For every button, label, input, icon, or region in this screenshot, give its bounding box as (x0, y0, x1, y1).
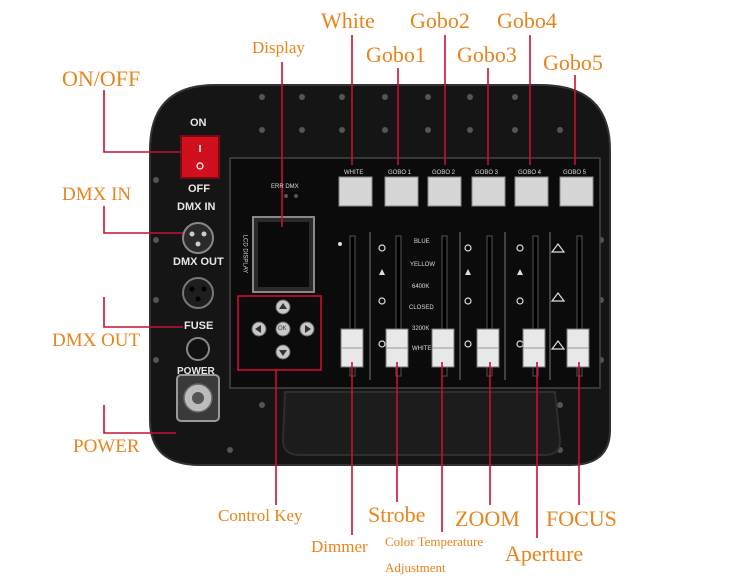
dmx-in-connector (182, 222, 214, 254)
callout-power: POWER (73, 436, 140, 457)
callout-control-key: Control Key (218, 506, 303, 525)
callout-zoom: ZOOM (455, 506, 520, 531)
device-fuse-label: FUSE (184, 320, 214, 332)
device-dmx-out-label: DMX OUT (173, 256, 224, 268)
button-label-gobo5: GOBO 5 (563, 170, 587, 176)
ok-key-label: OK (278, 326, 287, 332)
err-led (284, 194, 288, 198)
err-dmx-label: ERR DMX (271, 184, 299, 190)
ct-option-white: WHITE (412, 346, 432, 352)
button-label-white: WHITE (344, 170, 364, 176)
ct-option-blue: BLUE (414, 239, 430, 245)
callout-gobo5: Gobo5 (543, 50, 603, 75)
lcd-display-label: LCD DISPLAY (241, 234, 248, 274)
button-label-gobo1: GOBO 1 (388, 170, 412, 176)
callout-display: Display (252, 38, 305, 57)
callout-dimmer: Dimmer (311, 537, 368, 556)
ct-option-6400k: 6400K (412, 284, 430, 290)
callout-color-temp-line1: Color Temperature (385, 534, 484, 549)
fader-slots (349, 235, 583, 377)
ct-option-yellow: YELLOW (410, 262, 436, 268)
callout-gobo2: Gobo2 (410, 8, 470, 33)
power-switch (180, 135, 220, 179)
callout-lines (103, 35, 580, 538)
device-power-label: POWER (177, 366, 215, 377)
callout-gobo3: Gobo3 (457, 42, 517, 67)
callout-on-off: ON/OFF (62, 66, 141, 91)
button-label-gobo2: GOBO 2 (432, 170, 456, 176)
device-dmx-in-label: DMX IN (177, 201, 216, 213)
callout-gobo1: Gobo1 (366, 42, 426, 67)
dmx-out-connector (182, 277, 214, 309)
callout-aperture: Aperture (505, 541, 584, 566)
function-buttons (338, 176, 594, 207)
callout-color-temp-line2: Adjustment (385, 560, 446, 575)
button-label-gobo3: GOBO 3 (475, 170, 499, 176)
device-on-label: ON (190, 117, 207, 129)
fuse-holder (186, 337, 210, 361)
ct-option-3200k: 3200K (412, 326, 430, 332)
callout-dmx-out: DMX OUT (52, 330, 141, 351)
callout-dmx-in: DMX IN (62, 184, 132, 205)
callout-focus: FOCUS (546, 506, 617, 531)
callout-gobo4: Gobo4 (497, 8, 557, 33)
device-off-label: OFF (188, 183, 210, 195)
ct-option-closed: CLOSED (409, 305, 434, 311)
callout-white: White (321, 8, 375, 33)
callout-strobe: Strobe (368, 502, 426, 527)
button-label-gobo4: GOBO 4 (518, 170, 542, 176)
dmx-led (294, 194, 298, 198)
handle (281, 391, 562, 456)
